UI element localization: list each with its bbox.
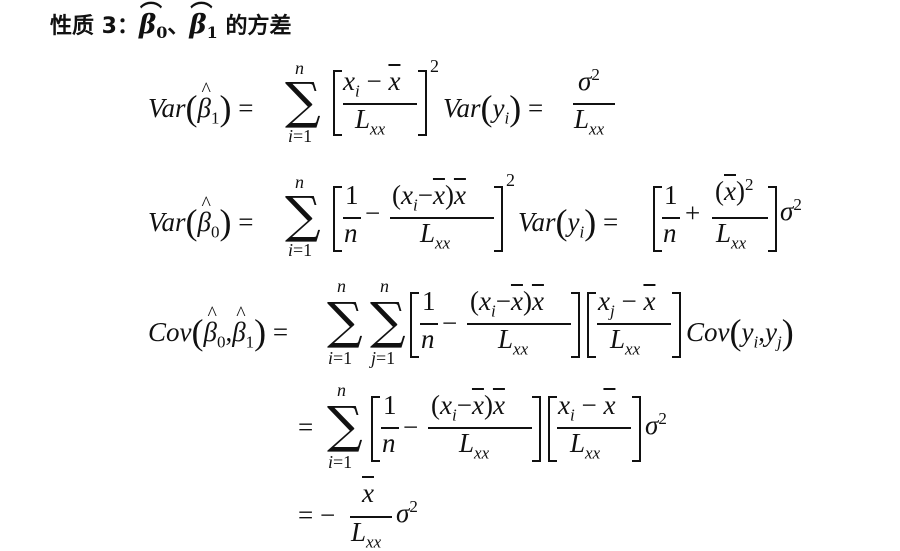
right-bracket xyxy=(571,292,580,358)
right-bracket xyxy=(418,70,427,136)
left-bracket xyxy=(371,396,380,462)
frac-den: Lxx xyxy=(351,517,382,551)
right-bracket xyxy=(532,396,541,462)
beta0-subscript: 0 xyxy=(156,23,168,42)
exponent: 2 xyxy=(506,170,515,190)
frac2-num: (xi−x)x xyxy=(431,390,505,425)
section-heading: 性质 3：⌒β0、⌒β1 的方差 xyxy=(50,1,292,42)
frac1-den: n xyxy=(382,428,396,458)
frac1-num: 1 xyxy=(345,180,359,210)
frac2-den: Lxx xyxy=(459,428,490,463)
sigma-squared: σ2 xyxy=(780,195,802,226)
frac-num: x xyxy=(362,478,374,508)
frac3-den: Lxx xyxy=(570,428,601,463)
result-num: σ2 xyxy=(578,65,600,96)
var-y: Var(yi) = xyxy=(518,202,619,242)
fraction-bar xyxy=(381,427,399,429)
fraction-bar xyxy=(350,516,392,518)
wide-hat-icon: ⌒ xyxy=(139,1,162,27)
cov-y: Cov(yi,yj) xyxy=(686,312,794,352)
sum-upper: n xyxy=(295,58,304,78)
sum2-upper: n xyxy=(380,276,389,296)
fraction-bar xyxy=(428,427,532,429)
beta1-subscript: 1 xyxy=(206,23,218,42)
var-y: Var(yi) = xyxy=(443,88,544,128)
fraction-bar xyxy=(573,103,615,105)
wide-hat-icon: ⌒ xyxy=(190,1,213,27)
fraction-bar xyxy=(390,217,494,219)
frac1-num: 1 xyxy=(422,286,436,316)
exponent: 2 xyxy=(430,56,439,76)
heading-prefix: 性质 3： xyxy=(50,14,139,39)
fraction-bar xyxy=(343,103,417,105)
right-bracket xyxy=(768,186,777,252)
res-frac2-num: (x)2 xyxy=(715,175,754,206)
equals: = xyxy=(298,412,314,442)
result-den: Lxx xyxy=(574,104,605,139)
right-bracket xyxy=(632,396,641,462)
left-bracket xyxy=(410,292,419,358)
frac-num: xi − x xyxy=(343,66,401,101)
sigma-squared: σ2 xyxy=(396,497,418,528)
fraction-bar xyxy=(597,323,671,325)
frac1-num: 1 xyxy=(383,390,397,420)
separator: 、 xyxy=(167,14,190,39)
sum-icon: ∑ xyxy=(370,292,406,350)
fraction-bar xyxy=(420,323,438,325)
res-frac2-den: Lxx xyxy=(716,218,747,253)
sigma-squared: σ2 xyxy=(645,409,667,440)
sum-lower: i=1 xyxy=(288,126,313,146)
sum-icon: ∑ xyxy=(327,292,363,350)
heading-suffix: 的方差 xyxy=(217,14,292,39)
fraction-bar xyxy=(343,217,361,219)
frac2-den: Lxx xyxy=(498,324,529,359)
sum-icon: ∑ xyxy=(285,186,321,244)
frac3-num: xj − x xyxy=(598,286,656,321)
left-bracket xyxy=(587,292,596,358)
frac2-num: (xi−x)x xyxy=(392,180,466,215)
lhs-cov: Cov(β0,β1) = xyxy=(148,303,288,352)
fraction-bar xyxy=(467,323,571,325)
left-bracket xyxy=(333,186,342,252)
fraction-bar xyxy=(662,217,680,219)
minus: − xyxy=(442,308,458,338)
left-bracket xyxy=(333,70,342,136)
minus: − xyxy=(365,198,381,228)
sum2-lower: j=1 xyxy=(371,348,396,368)
sum-lower: i=1 xyxy=(328,452,353,472)
equals-minus: = − xyxy=(298,500,336,530)
sum-upper: n xyxy=(337,380,346,400)
frac1-den: n xyxy=(344,218,358,248)
frac-den: Lxx xyxy=(355,104,386,139)
sum-lower: i=1 xyxy=(288,240,313,260)
frac3-num: xi − x xyxy=(558,390,616,425)
sum-icon: ∑ xyxy=(327,396,363,454)
plus: + xyxy=(685,198,701,228)
left-bracket xyxy=(548,396,557,462)
sum1-upper: n xyxy=(337,276,346,296)
left-bracket xyxy=(653,186,662,252)
res-frac1-num: 1 xyxy=(664,180,678,210)
fraction-bar xyxy=(712,217,768,219)
sum1-lower: i=1 xyxy=(328,348,353,368)
frac1-den: n xyxy=(421,324,435,354)
minus: − xyxy=(403,412,419,442)
frac2-den: Lxx xyxy=(420,218,451,253)
sum-icon: ∑ xyxy=(285,72,321,130)
beta1-symbol: ⌒β xyxy=(189,1,212,40)
lhs-var-beta0: Var(β0) = xyxy=(148,193,253,242)
fraction-bar xyxy=(557,427,631,429)
lhs-var-beta1: Var(β1) = xyxy=(148,79,253,128)
sum-upper: n xyxy=(295,172,304,192)
beta0-symbol: ⌒β xyxy=(139,1,162,40)
frac2-num: (xi−x)x xyxy=(470,286,544,321)
right-bracket xyxy=(494,186,503,252)
res-frac1-den: n xyxy=(663,218,677,248)
right-bracket xyxy=(672,292,681,358)
frac3-den: Lxx xyxy=(610,324,641,359)
